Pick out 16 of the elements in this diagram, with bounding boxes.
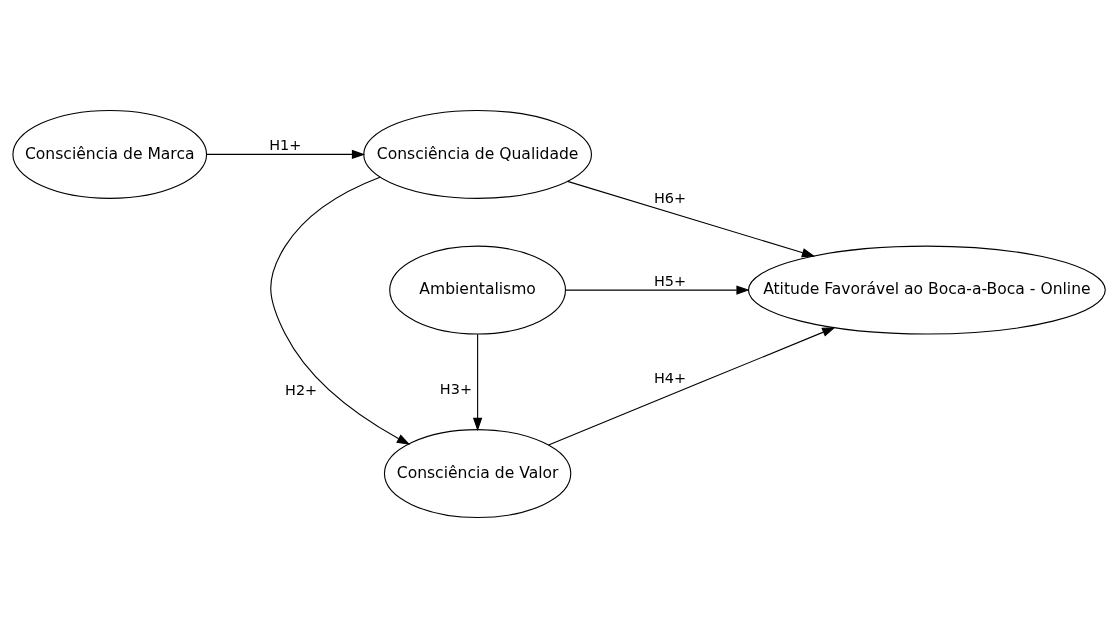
arrow: [567, 180, 816, 258]
edge-label: H2+: [285, 382, 318, 399]
arrow: [565, 285, 750, 295]
edge-label: H3+: [439, 380, 472, 397]
node-ellipse: Ambientalismo: [389, 245, 567, 335]
arrow: [270, 176, 411, 445]
edge-label: H6+: [653, 189, 687, 206]
node-ellipse: Consciência de Marca: [12, 109, 208, 199]
node-ellipse: Consciência de Qualidade: [363, 109, 593, 199]
arrow: [548, 327, 836, 446]
edge-label: H5+: [653, 273, 687, 290]
edge-label: H1+: [269, 137, 302, 154]
edge-label: H4+: [653, 369, 687, 386]
arrow: [472, 333, 483, 432]
node-ellipse: Consciência de Valor: [383, 429, 572, 519]
arrow: [206, 149, 366, 160]
